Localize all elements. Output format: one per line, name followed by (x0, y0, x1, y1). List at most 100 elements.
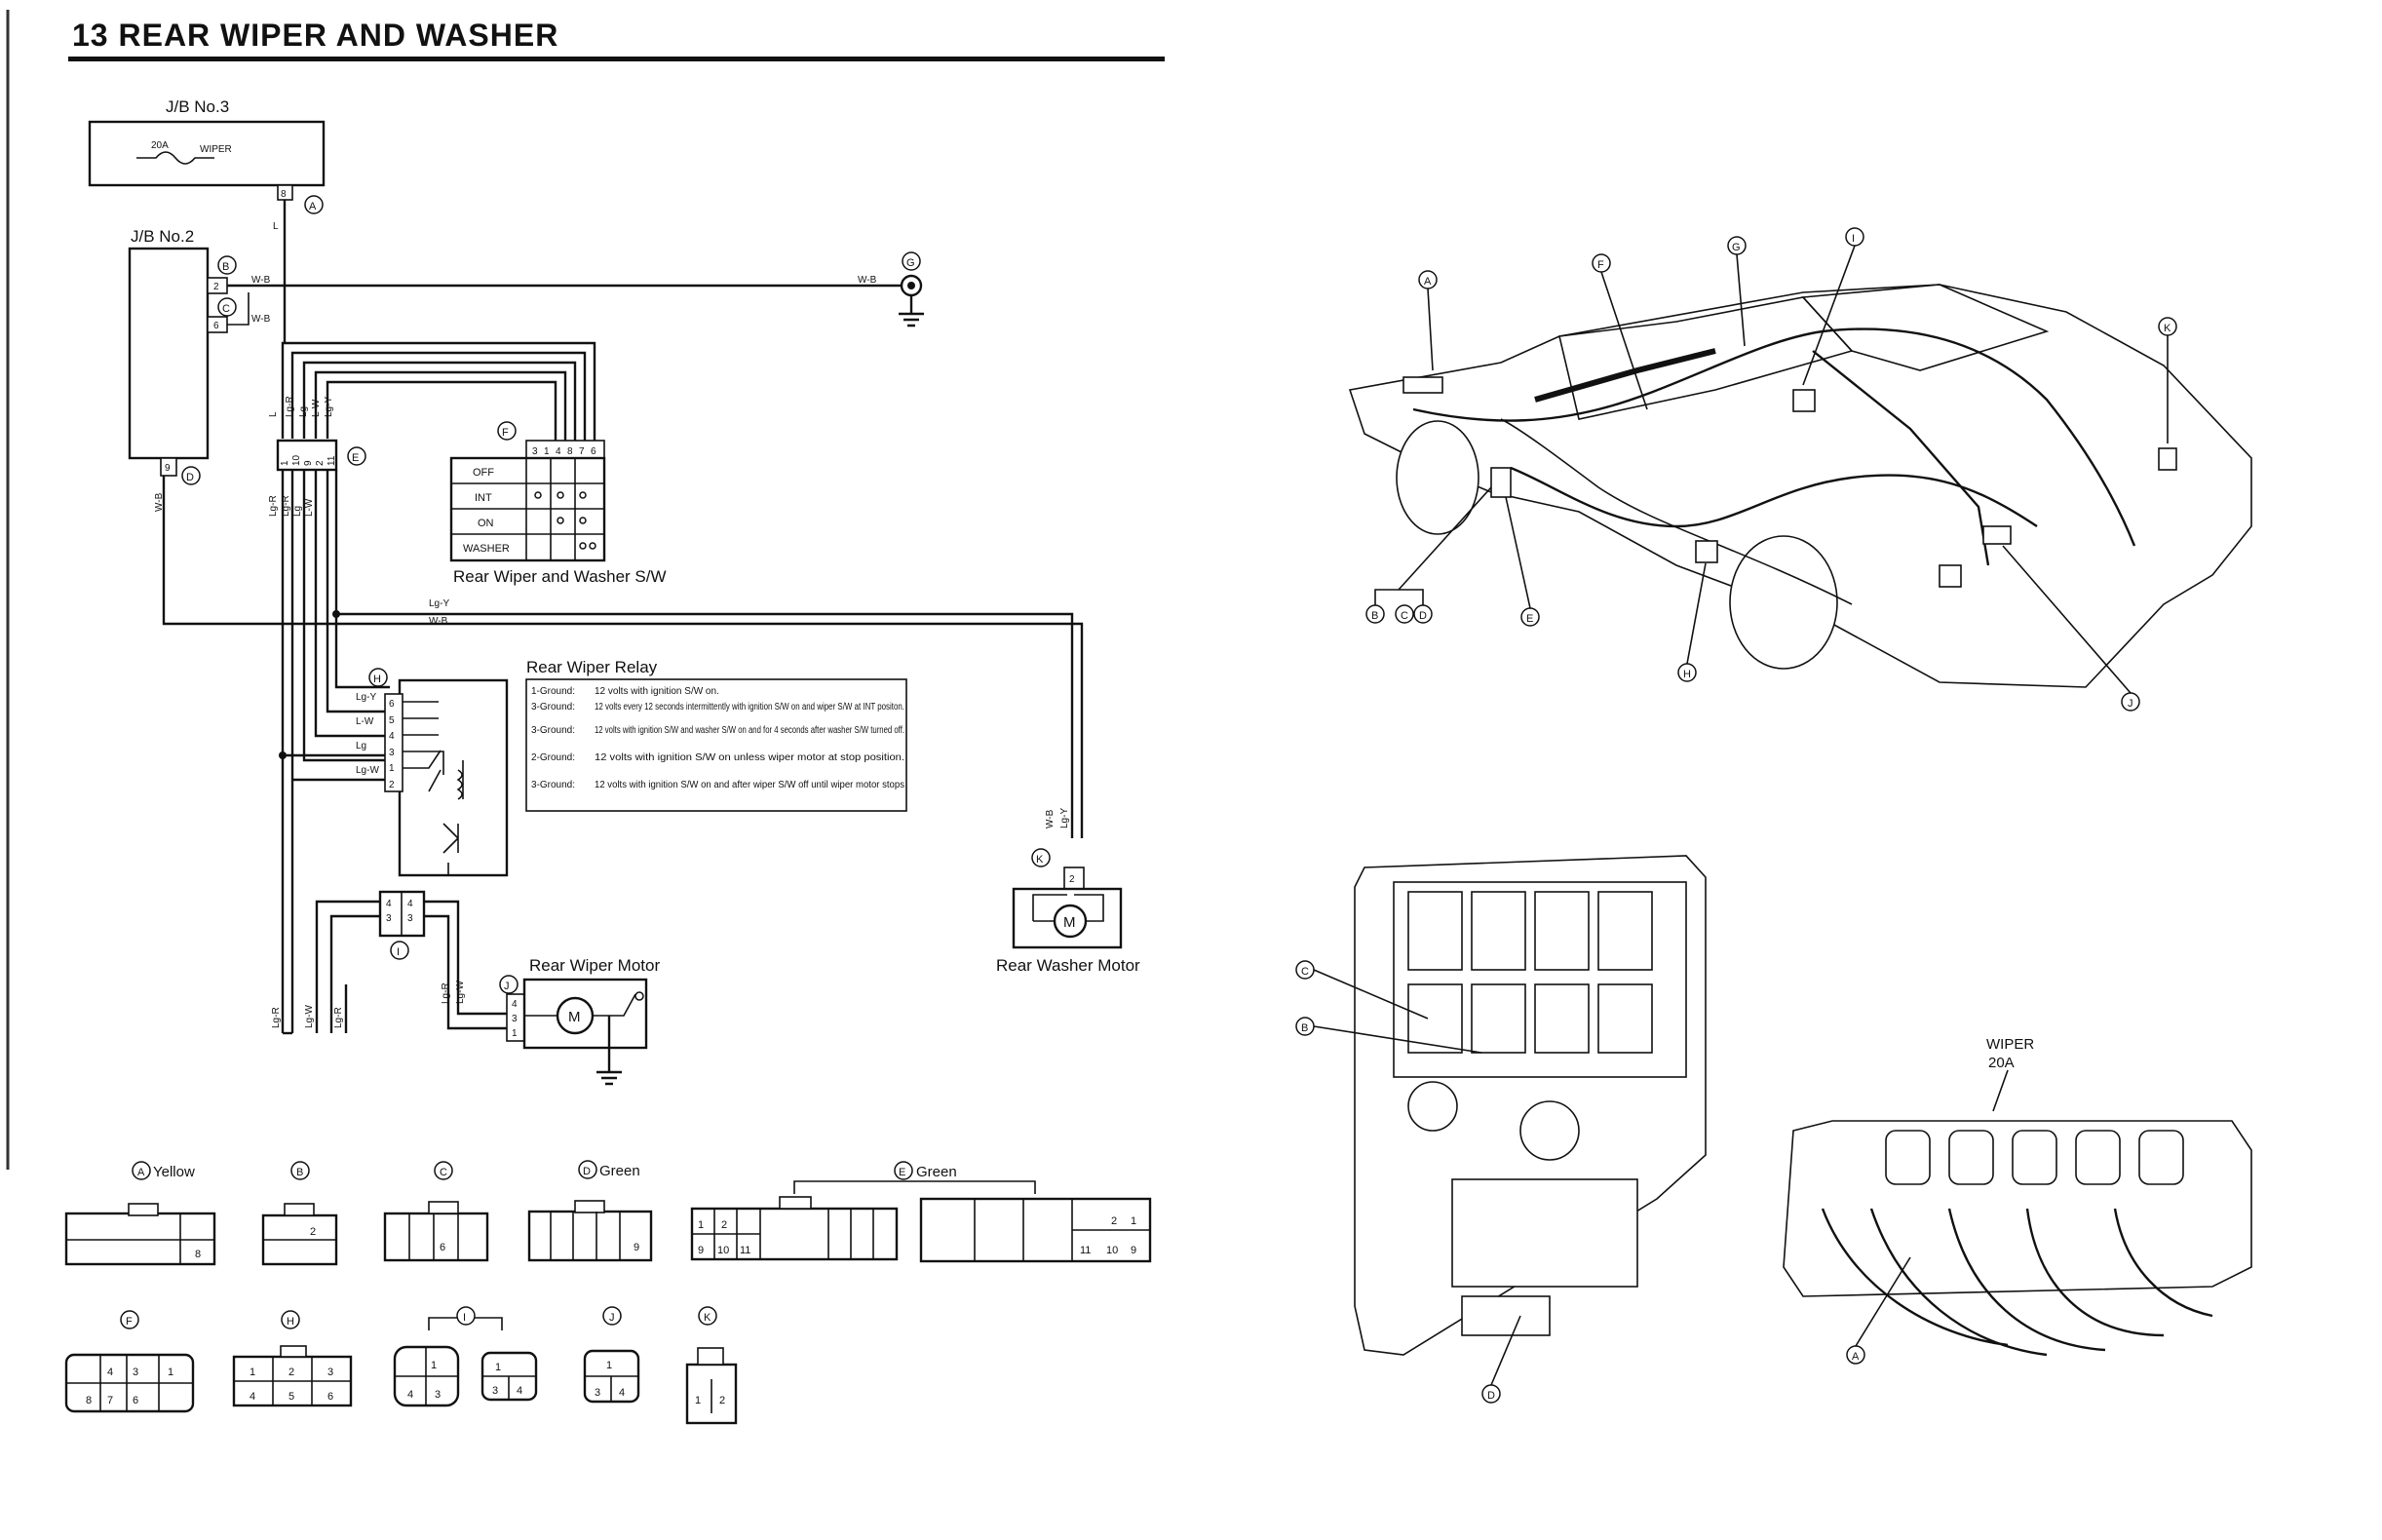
jb3-fuse-rating: 20A (151, 140, 169, 151)
cv-k-p1: 1 (695, 1395, 701, 1406)
car-marker-c: C (1401, 610, 1408, 622)
marker-a-circle (304, 195, 324, 214)
fuse-symbol (136, 151, 214, 165)
cv-e-lb3: 11 (740, 1245, 750, 1256)
cv-c-pin: 6 (440, 1242, 445, 1253)
wires-e-to-relay: Lg-R Lg-R Lg L-W (268, 470, 390, 1033)
jb3-block: J/B No.3 20A WIPER 8 A (88, 97, 326, 214)
marker-d: D (186, 472, 194, 483)
marker-b: B (222, 261, 229, 273)
jb-marker-d: D (1487, 1390, 1495, 1402)
cv-b-pin: 2 (310, 1226, 316, 1238)
relay-note-5-text: 12 volts with ignition S/W on and after … (595, 780, 904, 790)
sw-term-7: 7 (579, 446, 585, 457)
cv-j-marker: J (609, 1312, 615, 1324)
connector-view-h: H 1 2 3 4 5 6 (232, 1310, 353, 1407)
jb-marker-b: B (1301, 1022, 1308, 1034)
car-marker-e: E (1526, 613, 1533, 625)
cv-f-b2: 7 (107, 1395, 113, 1406)
car-marker-a: A (1424, 276, 1432, 288)
i-pin-3b: 3 (407, 913, 413, 924)
cv-e-rt1: 2 (1111, 1215, 1117, 1227)
fuse-marker-a: A (1852, 1351, 1860, 1363)
wire-label-e3: Lg (298, 406, 309, 417)
wire-wb-2: W-B (251, 314, 271, 325)
ground-symbol-g (899, 295, 924, 327)
cv-h-b1: 4 (250, 1391, 255, 1403)
wire-l-label-top: L (273, 221, 279, 232)
cv-b-marker: B (296, 1167, 303, 1178)
marker-a: A (309, 201, 317, 212)
cv-e-rb3: 9 (1131, 1245, 1136, 1256)
car-marker-d: D (1419, 610, 1427, 622)
cv-e-label: Green (916, 1164, 957, 1180)
cv-h-marker: H (287, 1316, 294, 1328)
sw-term-1: 1 (544, 446, 550, 457)
jb-marker-c: C (1301, 966, 1309, 978)
cv-e-rb1: 11 (1080, 1245, 1091, 1256)
e-pin-9: 9 (303, 460, 314, 466)
washer-motor-title: Rear Washer Motor (996, 956, 1140, 975)
cv-i-lb1: 4 (407, 1389, 413, 1401)
car-marker-f: F (1597, 259, 1604, 271)
cv-f-t3: 1 (168, 1367, 173, 1378)
cv-j-b1: 3 (595, 1387, 600, 1399)
i-wire-3: Lg-R (333, 1007, 344, 1028)
sw-pos-washer: WASHER (463, 543, 510, 555)
relay-pin-1: 1 (389, 763, 395, 774)
wire-label-e4: L-W (311, 399, 322, 417)
cv-a-label: Yellow (153, 1164, 195, 1180)
cv-i-lb2: 3 (435, 1389, 441, 1401)
washer-pin-2: 2 (1069, 874, 1075, 885)
wire-label-r4: L-W (304, 498, 315, 517)
cv-i-rb1: 3 (492, 1385, 498, 1397)
e-pin-10: 10 (291, 454, 302, 466)
fuse-rating: 20A (1988, 1055, 2015, 1071)
wire-wb-vertical: W-B (154, 492, 165, 512)
wm-pin-4: 4 (512, 999, 518, 1010)
wire-lgy-top: Lg-Y (429, 598, 449, 609)
sw-pos-off: OFF (473, 467, 494, 479)
relay-pin-2: 2 (389, 780, 395, 790)
connector-view-j: J 1 3 4 (583, 1306, 640, 1404)
wire-wb-1: W-B (251, 275, 271, 286)
relay-note-5-pin: 3-Ground: (531, 780, 575, 790)
cv-d-marker: D (583, 1166, 591, 1177)
relay-note-4-pin: 2-Ground: (531, 752, 575, 763)
jb2-label: J/B No.2 (131, 227, 194, 246)
fuse-label: WIPER (1986, 1036, 2034, 1053)
rear-washer-motor: K W-B Lg-Y 2 M Rear Washer Motor (996, 808, 1140, 975)
relay-title: Rear Wiper Relay (526, 658, 658, 676)
cv-a-pin: 8 (195, 1249, 201, 1260)
relay-wire-lgy: Lg-Y (356, 692, 376, 703)
jb2-pin-9: 9 (165, 463, 171, 474)
i-pin-4b: 4 (407, 899, 413, 909)
cv-i-rb2: 4 (517, 1385, 522, 1397)
e-pin-11: 11 (327, 455, 337, 466)
marker-c: C (222, 303, 230, 315)
cv-e-lb2: 10 (717, 1245, 729, 1256)
i-wire-5: Lg-W (455, 981, 466, 1004)
jb3-label: J/B No.3 (166, 97, 229, 116)
cv-e-lt1: 1 (698, 1219, 704, 1231)
relay-note-3-pin: 3-Ground: (531, 725, 575, 736)
connector-i: 4 3 4 3 I Lg-R Lg-W Lg-R Lg-R Lg-W (271, 890, 507, 1035)
junction-block-illustration: C B D (1295, 855, 1707, 1404)
relay-note-2-text: 12 volts every 12 seconds intermittently… (595, 702, 904, 712)
cv-e-marker: E (899, 1167, 905, 1178)
cv-e-lb1: 9 (698, 1245, 704, 1256)
cv-d-pin: 9 (634, 1242, 639, 1253)
cv-e-rt2: 1 (1131, 1215, 1136, 1227)
cv-k-marker: K (704, 1312, 711, 1324)
relay-note-1-text: 12 volts with ignition S/W on. (595, 686, 719, 697)
wm-pin-1: 1 (512, 1028, 518, 1039)
cv-h-t3: 3 (327, 1367, 333, 1378)
jb3-pin: 8 (281, 189, 287, 200)
e-pin-1: 1 (280, 460, 290, 466)
wm-pin-3: 3 (512, 1014, 518, 1024)
wire-label-e5: Lg-Y (324, 397, 334, 417)
sw-term-4: 4 (556, 446, 561, 457)
cv-e-rb2: 10 (1106, 1245, 1118, 1256)
